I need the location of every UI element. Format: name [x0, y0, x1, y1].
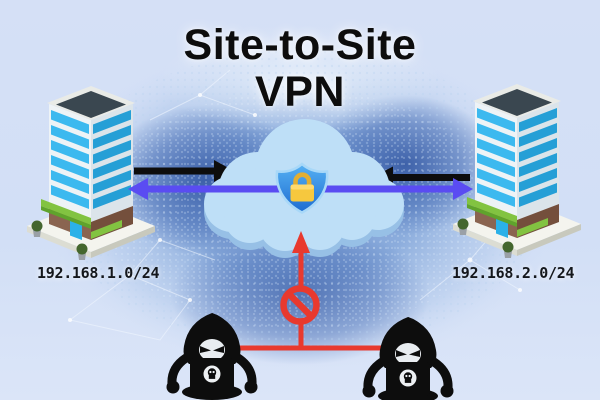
- padlock-icon: [290, 172, 314, 202]
- title-line2: VPN: [255, 68, 345, 116]
- page-title: Site-to-Site VPN: [0, 22, 600, 116]
- subnet-label-left: 192.168.1.0/24: [37, 264, 160, 282]
- blocked-attack-path: [210, 231, 405, 351]
- up-arrow-icon: [292, 231, 310, 253]
- subnet-label-right: 192.168.2.0/24: [452, 264, 575, 282]
- shield-lock-icon: [275, 162, 329, 214]
- title-line1: Site-to-Site: [183, 21, 417, 69]
- no-entry-icon: [280, 285, 320, 325]
